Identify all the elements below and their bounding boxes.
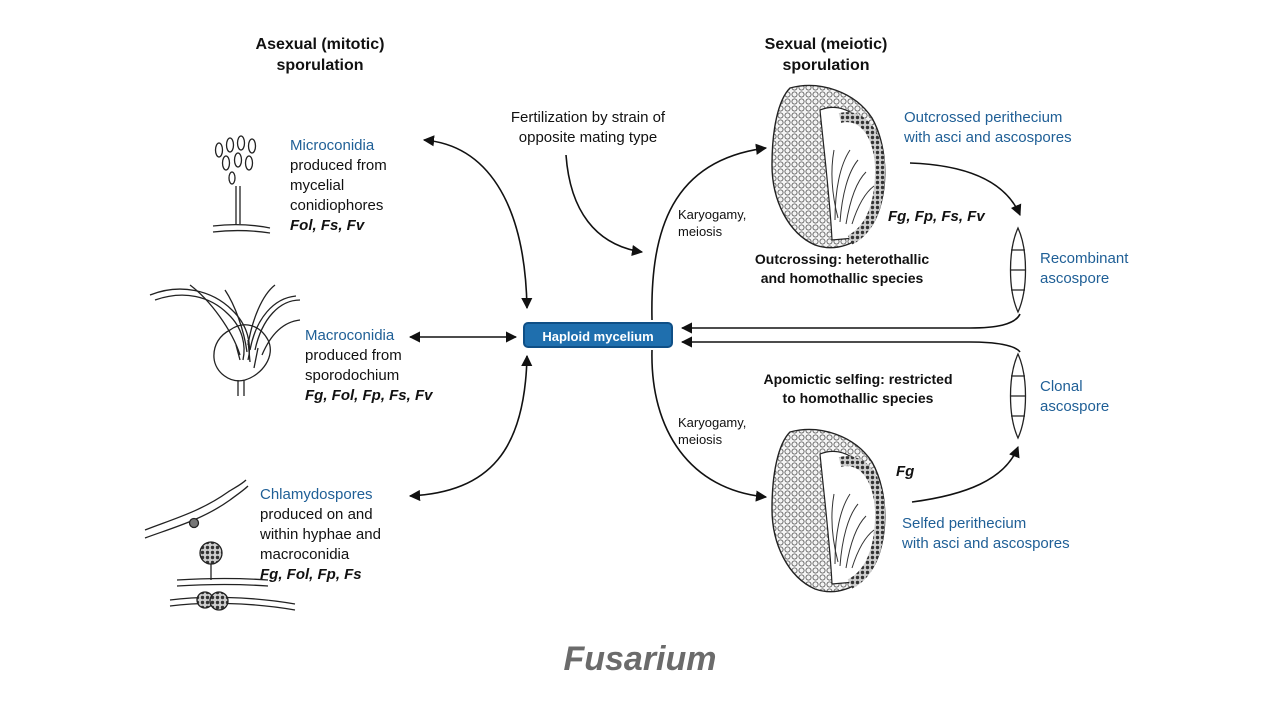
outcrossing-note: Outcrossing: heterothallic and homothall… (722, 250, 962, 288)
fertilization-arrow (565, 154, 644, 257)
outcrossed-line-2: with asci and ascospores (904, 129, 1072, 146)
recombinant-ascospore-illustration (1009, 226, 1027, 314)
karyogamy-bottom-line-2: meiosis (678, 432, 723, 447)
karyogamy-bottom-line-1: Karyogamy, (678, 415, 747, 430)
microconidia-illustration (212, 135, 271, 234)
selfed-perithecium-text: Selfed perithecium with asci and ascospo… (902, 514, 1070, 554)
page-title: Fusarium (563, 640, 717, 678)
outcrossing-note-line-1: Outcrossing: heterothallic (754, 251, 930, 267)
chlamydospores-desc-1: produced on and (260, 506, 373, 523)
sexual-header-line-2: sporulation (782, 57, 870, 74)
microconidia-arrow (422, 135, 533, 310)
chlamydospores-text: Chlamydospores produced on and within hy… (260, 485, 381, 585)
microconidia-desc-1: produced from (290, 157, 387, 174)
macroconidia-species: Fg, Fol, Fp, Fs, Fv (305, 387, 433, 404)
chlamydospores-arrow (408, 354, 533, 502)
selfed-perithecium-illustration (771, 428, 886, 593)
microconidia-species: Fol, Fs, Fv (290, 217, 365, 234)
recombinant-to-mycelium-arrow (680, 313, 1021, 334)
chlamydospores-name: Chlamydospores (260, 486, 373, 503)
clonal-line-2: ascospore (1040, 398, 1110, 415)
karyogamy-top-arrow (651, 143, 768, 321)
outcrossed-perithecium-illustration (771, 84, 886, 249)
fertilization-note: Fertilization by strain of opposite mati… (483, 108, 693, 148)
selfing-note-line-2: to homothallic species (782, 390, 934, 406)
chlamydospores-species: Fg, Fol, Fp, Fs (260, 566, 362, 583)
fertilization-note-line-2: opposite mating type (518, 129, 658, 146)
recombinant-line-2: ascospore (1040, 270, 1110, 287)
karyogamy-bottom-note: Karyogamy, meiosis (678, 414, 746, 448)
asexual-header: Asexual (mitotic) sporulation (220, 34, 420, 76)
outcrossed-to-recombinant-arrow (909, 162, 1022, 217)
chlamydospores-desc-2: within hyphae and (260, 526, 381, 543)
haploid-mycelium-box: Haploid mycelium (523, 322, 673, 348)
asexual-header-line-2: sporulation (276, 57, 364, 74)
recombinant-ascospore-text: Recombinant ascospore (1040, 249, 1128, 289)
karyogamy-top-line-2: meiosis (678, 224, 723, 239)
chlamydospores-desc-3: macroconidia (260, 546, 350, 563)
microconidia-text: Microconidia produced from mycelial coni… (290, 136, 387, 236)
selfed-to-clonal-arrow (911, 445, 1020, 503)
chlamydospores-illustration (144, 479, 296, 611)
clonal-to-mycelium-arrow (680, 336, 1021, 353)
recombinant-line-1: Recombinant (1040, 250, 1129, 267)
macroconidia-desc-2: sporodochium (305, 367, 400, 384)
selfed-line-1: Selfed perithecium (902, 515, 1027, 532)
macroconidia-illustration (149, 284, 301, 396)
asexual-header-line-1: Asexual (mitotic) (255, 36, 385, 53)
clonal-ascospore-text: Clonal ascospore (1040, 377, 1109, 417)
microconidia-desc-2: mycelial (290, 177, 345, 194)
macroconidia-name: Macroconidia (305, 327, 395, 344)
selfing-note: Apomictic selfing: restricted to homotha… (718, 370, 998, 408)
macroconidia-text: Macroconidia produced from sporodochium … (305, 326, 433, 406)
microconidia-desc-3: conidiophores (290, 197, 384, 214)
fertilization-note-line-1: Fertilization by strain of (510, 109, 666, 126)
macroconidia-desc-1: produced from (305, 347, 402, 364)
outcrossed-species: Fg, Fp, Fs, Fv (888, 208, 985, 225)
outcrossed-perithecium-text: Outcrossed perithecium with asci and asc… (904, 108, 1072, 148)
sexual-header: Sexual (meiotic) sporulation (726, 34, 926, 76)
karyogamy-bottom-arrow (651, 349, 768, 502)
sexual-header-line-1: Sexual (meiotic) (764, 36, 888, 53)
clonal-ascospore-illustration (1009, 352, 1027, 440)
selfed-line-2: with asci and ascospores (902, 535, 1070, 552)
outcrossing-note-line-2: and homothallic species (760, 270, 924, 286)
microconidia-name: Microconidia (290, 137, 375, 154)
karyogamy-top-note: Karyogamy, meiosis (678, 206, 746, 240)
karyogamy-top-line-1: Karyogamy, (678, 207, 747, 222)
selfed-species: Fg (896, 463, 915, 480)
outcrossed-line-1: Outcrossed perithecium (904, 109, 1063, 126)
selfing-note-line-1: Apomictic selfing: restricted (763, 371, 953, 387)
clonal-line-1: Clonal (1040, 378, 1083, 395)
